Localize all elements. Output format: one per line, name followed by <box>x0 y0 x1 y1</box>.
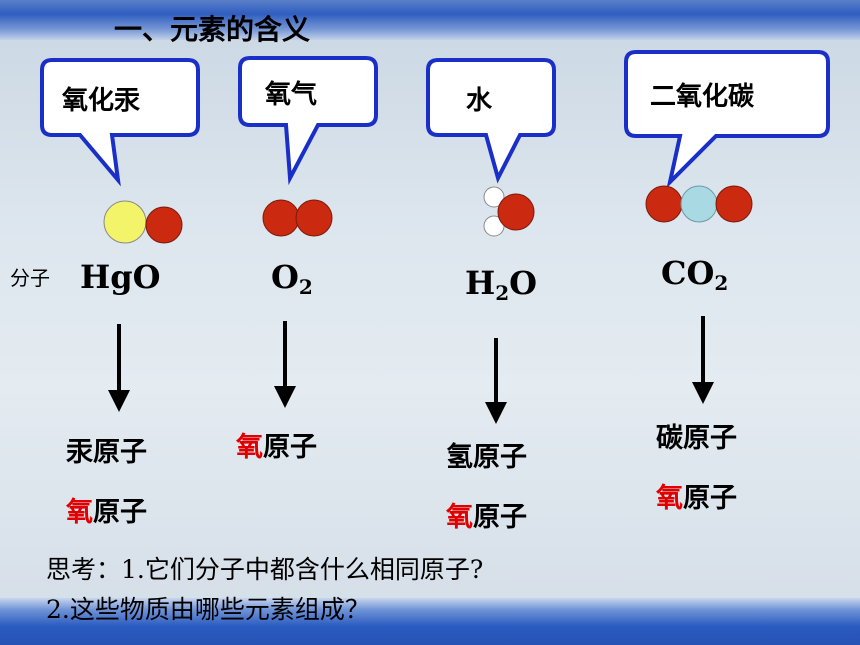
arrow-h2o <box>485 338 507 424</box>
bubble-label-co2: 二氧化碳 <box>650 82 755 112</box>
question-1: 思考：1.它们分子中都含什么相同原子? <box>46 555 484 584</box>
callout-bubble-co2 <box>624 50 830 189</box>
h2o-molecule <box>483 186 535 237</box>
arrow-hgo <box>108 324 130 412</box>
arrow-o2 <box>274 321 296 408</box>
callout-bubble-hgo <box>40 58 200 187</box>
molecule-label: 分子 <box>10 266 50 290</box>
atom-label-oxygen-o2: 氧原子 <box>236 432 317 463</box>
formula-h2o: H2O <box>465 264 538 305</box>
hgo-molecule <box>103 200 183 244</box>
formula-hgo: HgO <box>80 258 161 296</box>
arrow-co2 <box>692 316 714 404</box>
formula-co2: CO2 <box>661 254 729 295</box>
bubble-label-o2: 氧气 <box>265 80 318 110</box>
o2-molecule <box>262 199 333 237</box>
atom-label-hydrogen: 氢原子 <box>446 442 527 473</box>
atom-label-oxygen-co2: 氧原子 <box>656 483 737 514</box>
bubble-label-h2o: 水 <box>466 86 493 116</box>
atom-label-mercury: 汞原子 <box>66 437 147 468</box>
top-band <box>0 0 860 40</box>
question-2: 2.这些物质由哪些元素组成？ <box>46 595 370 624</box>
atom-label-oxygen-hgo: 氧原子 <box>66 497 147 528</box>
formula-o2: O2 <box>271 258 313 299</box>
callout-bubble-o2 <box>238 56 378 186</box>
atom-label-carbon: 碳原子 <box>656 423 737 454</box>
co2-molecule <box>645 185 753 223</box>
bottom-band <box>0 598 860 645</box>
atom-label-oxygen-h2o: 氧原子 <box>446 502 527 533</box>
slide-title: 一、元素的含义 <box>114 13 311 46</box>
bubble-label-hgo: 氧化汞 <box>62 86 141 116</box>
callout-bubble-h2o <box>426 58 556 184</box>
